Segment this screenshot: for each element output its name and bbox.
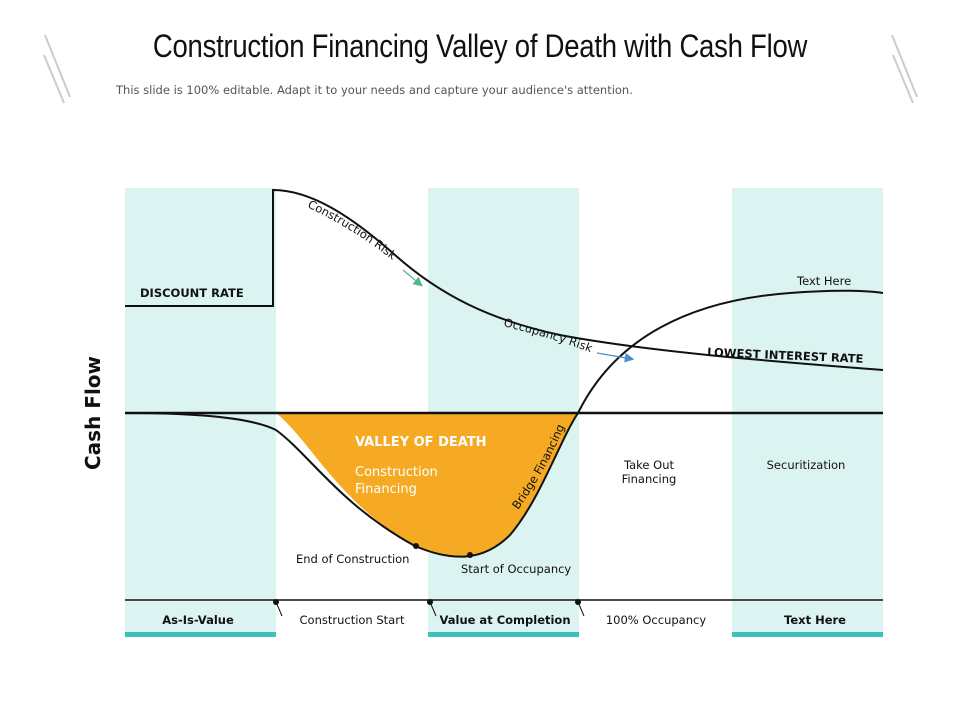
valley-of-death-area — [276, 413, 578, 557]
securitization-label: Securitization — [767, 458, 846, 472]
take-out-financing-line1: Take Out — [623, 458, 674, 472]
column-as-is-accent — [125, 632, 276, 637]
column-text-here-accent — [732, 632, 883, 637]
cash-flow-curve — [124, 289, 884, 558]
marker-end-of-construction — [413, 543, 419, 549]
marker-start-of-occupancy — [467, 552, 473, 558]
take-out-financing-line2: Financing — [622, 472, 677, 486]
bottom-label-value-at-completion: Value at Completion — [439, 613, 570, 627]
bottom-label-as-is-value: As-Is-Value — [162, 613, 234, 627]
end-of-construction-label: End of Construction — [296, 552, 409, 566]
slide-subtitle: This slide is 100% editable. Adapt it to… — [116, 83, 633, 97]
valley-line-2: Financing — [355, 482, 417, 497]
marker-value-at-completion — [427, 599, 437, 617]
y-axis-label: Cash Flow — [81, 356, 105, 470]
valley-of-death-title: VALLEY OF DEATH — [355, 435, 487, 450]
construction-risk-label: Construction Risk — [306, 197, 400, 263]
lowest-interest-rate-label: LOWEST INTEREST RATE — [707, 345, 864, 366]
marker-full-occupancy — [575, 599, 585, 617]
bottom-label-text-here: Text Here — [784, 613, 846, 627]
construction-risk-arrow — [402, 269, 423, 287]
discount-rate-curve — [125, 188, 884, 371]
bottom-label-full-occupancy: 100% Occupancy — [606, 613, 706, 627]
decor-slashes-right — [891, 34, 918, 104]
valley-line-1: Construction — [355, 465, 438, 480]
marker-construction-start — [273, 599, 283, 617]
bottom-label-construction-start: Construction Start — [300, 613, 405, 627]
discount-rate-label: DISCOUNT RATE — [140, 286, 244, 300]
text-here-top-label: Text Here — [796, 274, 851, 288]
construction-risk-text: Construction Risk — [306, 197, 400, 263]
column-completion-accent — [428, 632, 579, 637]
slide-title: Construction Financing Valley of Death w… — [152, 28, 808, 64]
decor-slashes-left — [43, 34, 71, 104]
start-of-occupancy-label: Start of Occupancy — [461, 562, 571, 576]
occupancy-risk-arrow — [596, 352, 635, 363]
